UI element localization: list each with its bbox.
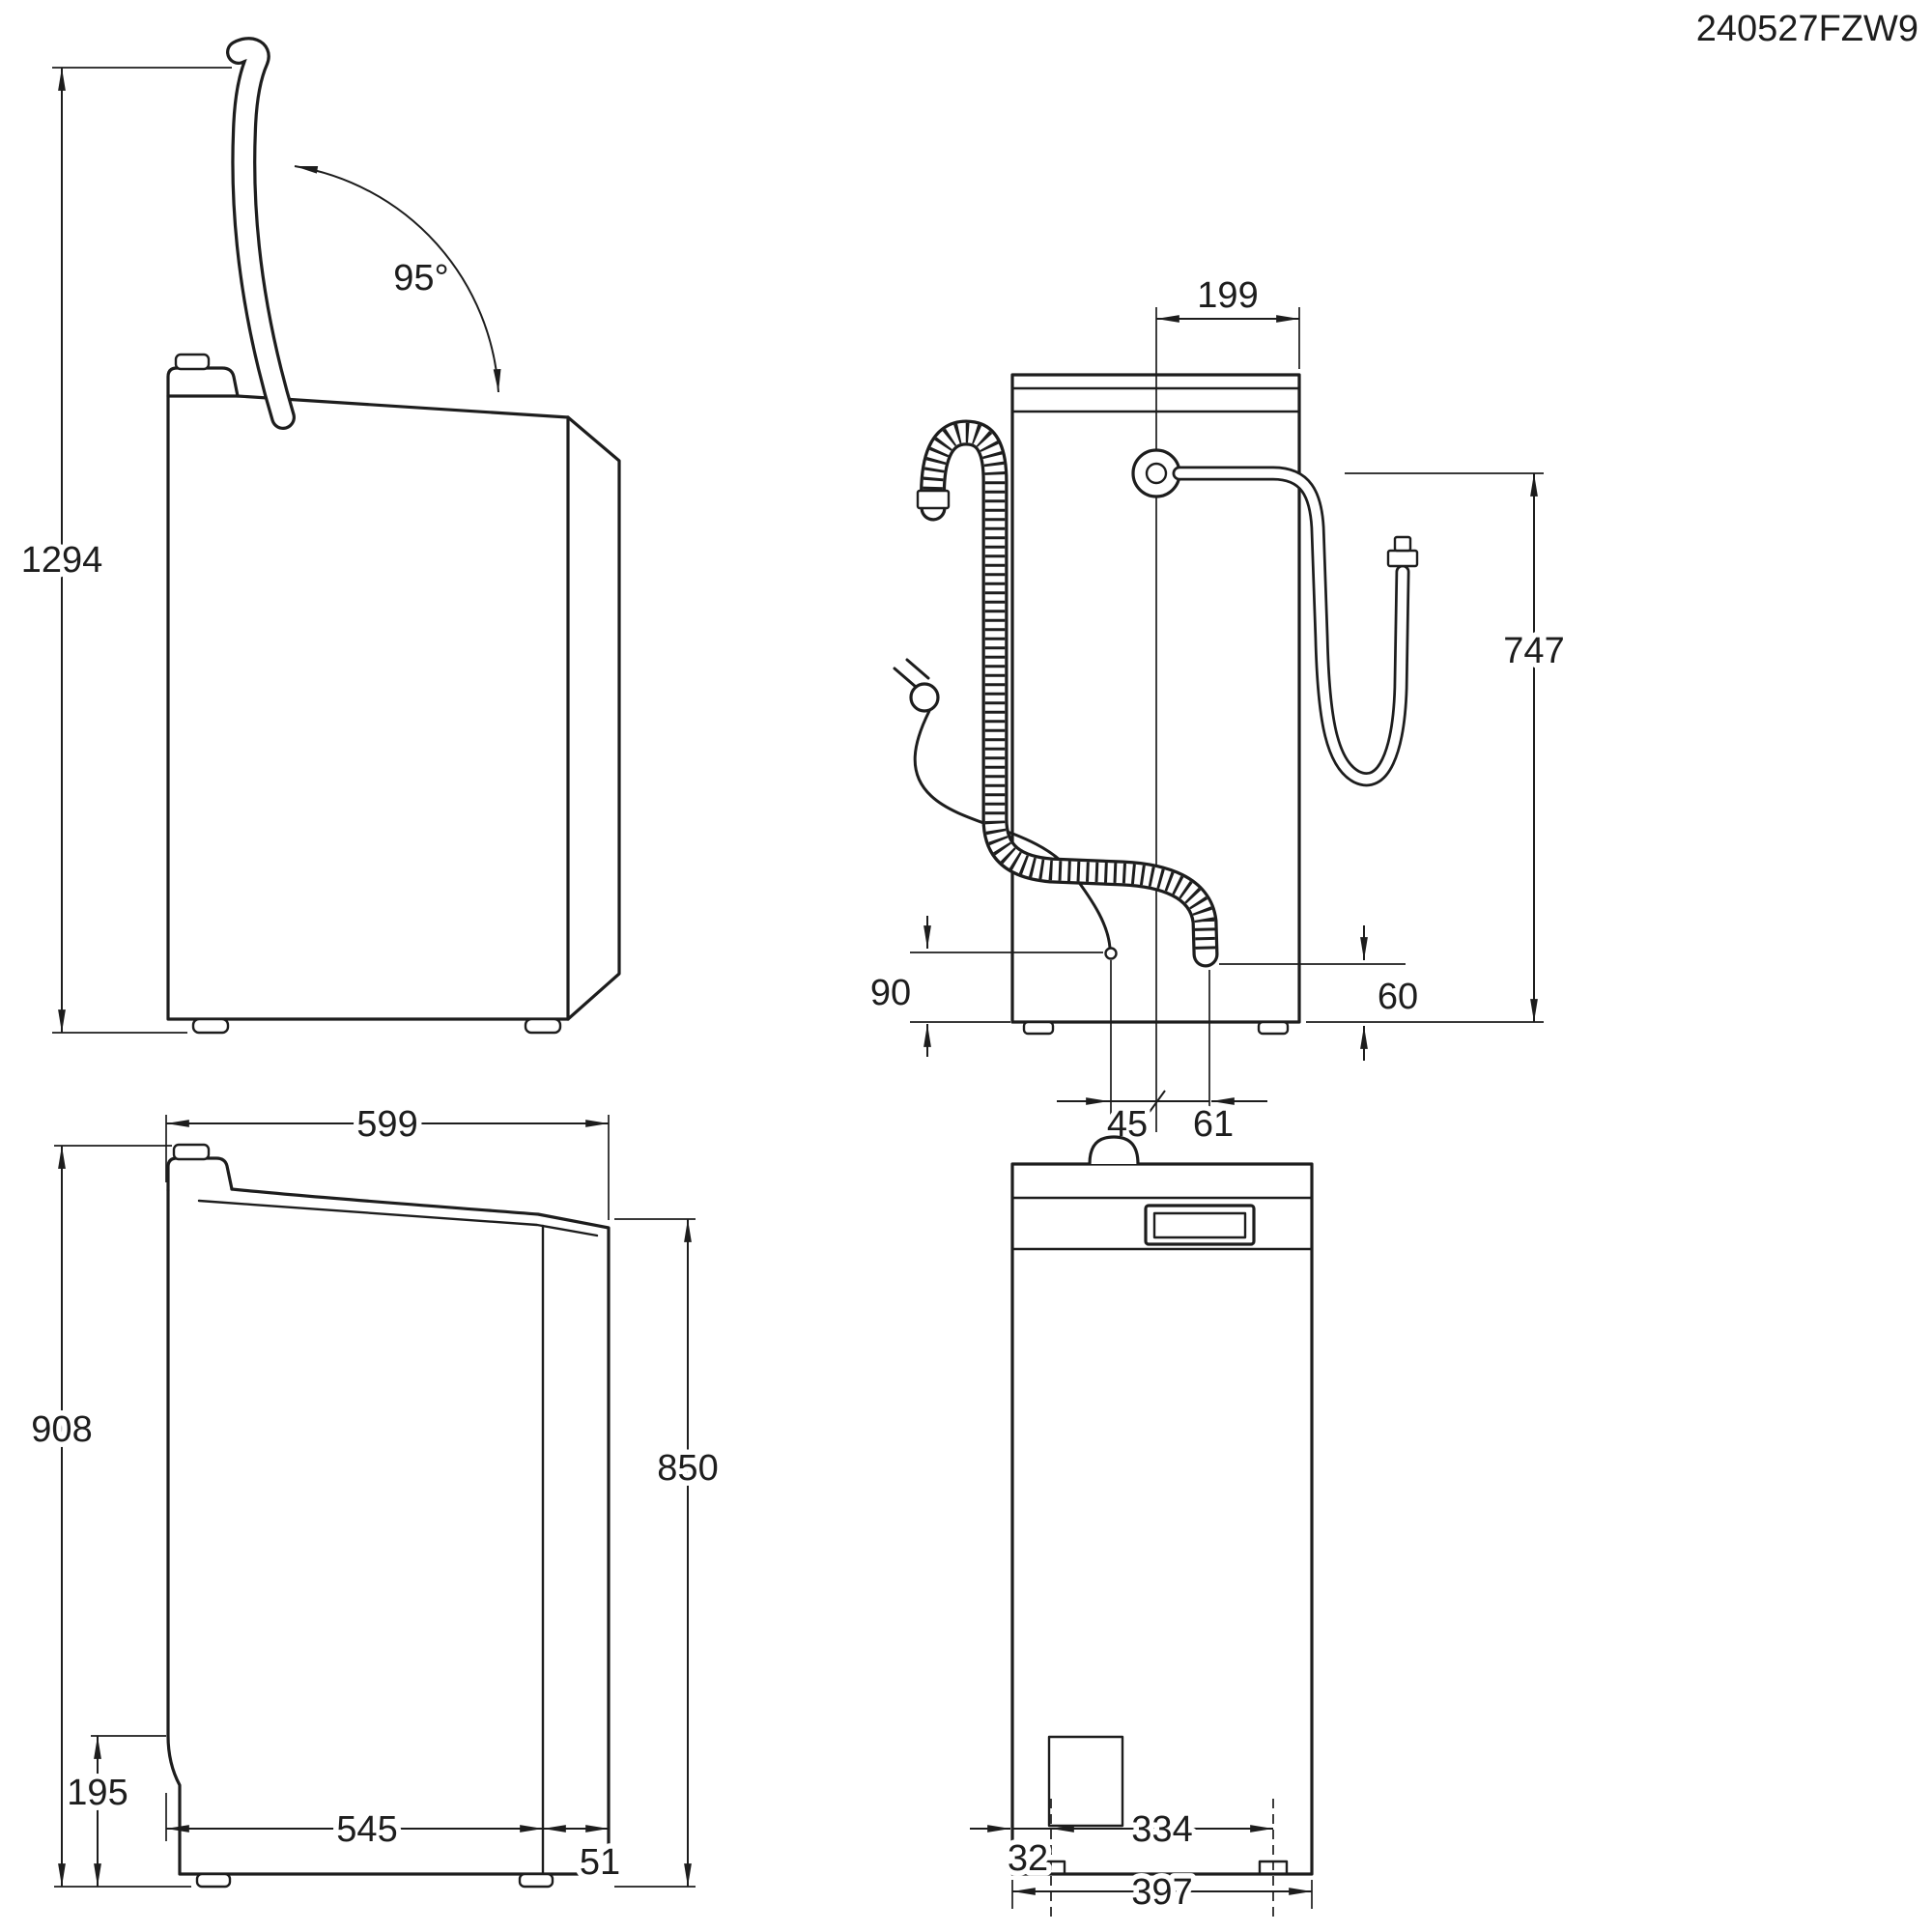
plug-pin <box>905 658 930 680</box>
inlet-hose-nut <box>1386 549 1419 568</box>
foot <box>191 1017 230 1035</box>
foot <box>518 1872 554 1889</box>
inlet-hose-tip <box>1393 535 1412 553</box>
hinge-tab <box>174 353 211 371</box>
document-code: 240527FZW9 <box>1696 9 1918 49</box>
drain-hose-core <box>923 422 1216 965</box>
view-side-closed: 599 908 850 195 545 51 <box>26 1099 724 1889</box>
hinge-tab <box>172 1143 211 1161</box>
view-side-lid-open: 95° 1294 <box>15 37 621 1035</box>
dim-label-depth: 599 <box>356 1104 417 1145</box>
hinge-cover <box>166 1156 234 1192</box>
hinge-cover <box>166 366 240 398</box>
dim-label-height-total: 908 <box>31 1409 92 1450</box>
power-plug <box>893 658 940 713</box>
dim-label-foot-offset: 32 <box>1008 1838 1048 1879</box>
plug-pin <box>893 667 918 689</box>
dim-label-width: 397 <box>1131 1872 1192 1913</box>
control-knob <box>1088 1135 1140 1165</box>
dim-label-plinth: 195 <box>67 1773 128 1813</box>
display-panel <box>1144 1204 1256 1246</box>
view-rear: 199 747 90 60 45 61 <box>865 270 1570 1151</box>
dim-label-drain-offset: 61 <box>1193 1104 1234 1145</box>
dim-slash <box>1149 1090 1166 1113</box>
dim-label-lid-angle: 95° <box>393 258 448 298</box>
plug-body <box>909 682 940 713</box>
foot <box>1257 1020 1290 1036</box>
dim-label-feet-distance: 334 <box>1131 1809 1192 1850</box>
dim-label-depth-body: 545 <box>336 1809 397 1850</box>
water-inlet-center <box>1145 462 1168 485</box>
dim-label-height-open: 1294 <box>21 540 103 581</box>
dim-label-height-cabinet: 850 <box>657 1448 718 1489</box>
machine-side-outline <box>166 394 570 1021</box>
dim-label-drain-height: 60 <box>1378 977 1418 1017</box>
lid-seam <box>197 1199 599 1237</box>
inlet-hose-core <box>1175 469 1407 784</box>
inlet-hose <box>1172 466 1419 787</box>
machine-rear-bevel <box>566 415 621 1021</box>
drain-hose <box>916 419 1219 968</box>
cord-exit-point <box>1104 947 1118 960</box>
machine-side-outline <box>166 1187 611 1876</box>
dim-label-depth-rear: 51 <box>580 1842 620 1883</box>
display-screen <box>1152 1211 1247 1239</box>
view-front: 334 32 397 <box>970 1135 1314 1920</box>
drain-hose-fitting <box>916 489 951 510</box>
machine-front-outline <box>1010 1162 1314 1876</box>
foot <box>524 1017 562 1035</box>
dim-label-inlet-offset: 199 <box>1197 275 1258 316</box>
dim-label-cord-height: 90 <box>870 973 911 1013</box>
lid-angle-arc <box>294 165 501 393</box>
dim-label-inlet-height: 747 <box>1503 631 1564 671</box>
foot <box>195 1872 232 1889</box>
open-lid-inner <box>229 40 293 427</box>
foot <box>1022 1020 1055 1036</box>
